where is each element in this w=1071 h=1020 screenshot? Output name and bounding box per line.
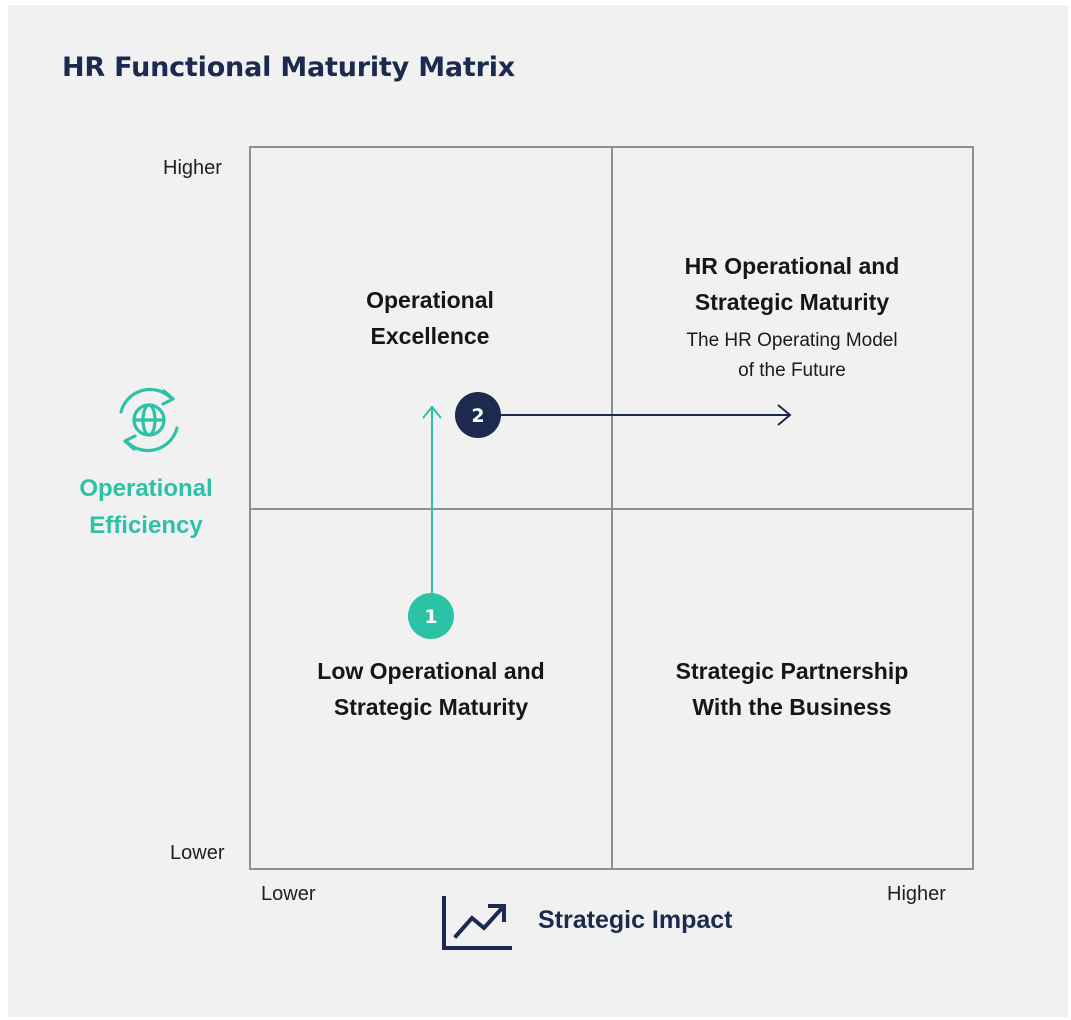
y-axis-low-label: Lower (170, 842, 225, 864)
step-2-arrowhead (777, 404, 792, 426)
quadrant-bottom-right-title: Strategic Partnership With the Business (622, 654, 962, 725)
quadrant-title-line: Low Operational and (317, 658, 545, 684)
quadrant-top-left-title: Operational Excellence (300, 283, 560, 354)
globe-refresh-icon (119, 387, 179, 453)
quadrant-top-right-title: HR Operational and Strategic Maturity (622, 249, 962, 320)
quadrant-top-right-subtitle: The HR Operating Model of the Future (622, 326, 962, 387)
step-1-arrowhead (422, 405, 442, 419)
step-1-number: 1 (424, 606, 437, 628)
y-axis-title-line: Efficiency (89, 512, 203, 540)
x-axis-high-label: Higher (887, 883, 946, 905)
quadrant-title-line: Strategic Maturity (333, 693, 529, 720)
step-2-badge: 2 (455, 392, 501, 438)
quadrant-title-line: HR Operational and (684, 253, 900, 279)
quadrant-title-line: Excellence (370, 322, 490, 349)
quadrant-title-line: Strategic Partnership (675, 658, 909, 684)
step-2-number: 2 (471, 405, 484, 427)
y-axis-title: Operational Efficiency (56, 470, 236, 544)
matrix-canvas (8, 5, 1068, 1017)
x-axis-low-label: Lower (261, 883, 316, 905)
x-axis-title: Strategic Impact (538, 906, 733, 934)
quadrant-bottom-left-title: Low Operational and Strategic Maturity (261, 654, 601, 725)
quadrant-bottom-right (611, 508, 974, 870)
step-1-badge: 1 (408, 593, 454, 639)
trend-up-chart-icon (442, 896, 512, 950)
quadrant-subtitle-line: of the Future (738, 360, 846, 382)
quadrant-subtitle-line: The HR Operating Model (686, 330, 898, 351)
quadrant-title-line: With the Business (692, 693, 892, 720)
quadrant-title-line: Operational (366, 287, 494, 313)
y-axis-title-line: Operational (79, 475, 213, 502)
quadrant-title-line: Strategic Maturity (694, 288, 890, 315)
y-axis-high-label: Higher (163, 157, 222, 179)
page-title: HR Functional Maturity Matrix (62, 52, 516, 83)
